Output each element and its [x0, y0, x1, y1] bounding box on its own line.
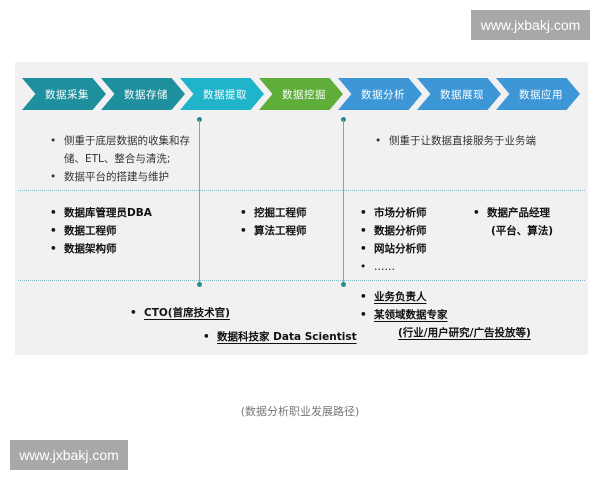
connector-dot-top-right [341, 117, 346, 122]
role-business-lead: 业务负责人 [374, 291, 427, 303]
senior-cto: CTO(首席技术官) [130, 304, 230, 322]
role-mining-engineer: 挖掘工程师 [240, 204, 307, 222]
separator-dashed-2 [18, 280, 585, 281]
connector-line-right [343, 120, 344, 284]
left-desc-line-1: 侧重于底层数据的收集和存 [50, 132, 210, 150]
roles-mining: 挖掘工程师 算法工程师 [240, 204, 307, 240]
stage-data-analysis: 数据分析 [338, 78, 422, 110]
role-data-architect: 数据架构师 [50, 240, 152, 258]
separator-dashed-1 [18, 190, 585, 191]
role-data-product-manager: 数据产品经理 [473, 204, 553, 222]
right-description: 侧重于让数据直接服务于业务端 [375, 132, 575, 150]
left-desc-line-2: 储、ETL、整合与清洗; [64, 153, 171, 165]
left-desc-line-3: 数据平台的搭建与维护 [50, 168, 210, 186]
stage-arrows: 数据采集 数据存储 数据提取 数据挖掘 数据分析 数据展现 数据应用 [22, 78, 582, 110]
right-desc-line: 侧重于让数据直接服务于业务端 [375, 132, 575, 150]
stage-data-collection: 数据采集 [22, 78, 106, 110]
role-data-engineer: 数据工程师 [50, 222, 152, 240]
connector-dot-top-left [197, 117, 202, 122]
role-market-analyst: 市场分析师 [360, 204, 427, 222]
connector-dot-bottom-right [341, 282, 346, 287]
role-domain-expert-note: (行业/用户研究/广告投放等) [398, 327, 531, 339]
connector-dot-bottom-left [197, 282, 202, 287]
stage-data-mining: 数据挖掘 [259, 78, 343, 110]
stage-data-storage: 数据存储 [101, 78, 185, 110]
role-dba: 数据库管理员DBA [50, 204, 152, 222]
figure-caption: (数据分析职业发展路径) [240, 405, 360, 418]
career-path-diagram: 数据采集 数据存储 数据提取 数据挖掘 数据分析 数据展现 数据应用 侧重于底层… [15, 62, 588, 355]
left-description: 侧重于底层数据的收集和存 储、ETL、整合与清洗; 数据平台的搭建与维护 [50, 132, 210, 186]
role-domain-expert: 某领域数据专家 [374, 309, 448, 321]
role-data-scientist: 数据科技家 Data Scientist [217, 331, 357, 343]
senior-business: 业务负责人 某领域数据专家 (行业/用户研究/广告投放等) [360, 288, 531, 342]
role-cto: CTO(首席技术官) [144, 307, 230, 319]
watermark-top: www.jxbakj.com [471, 10, 590, 40]
roles-engineering: 数据库管理员DBA 数据工程师 数据架构师 [50, 204, 152, 258]
role-web-analyst: 网站分析师 [360, 240, 427, 258]
role-data-analyst: 数据分析师 [360, 222, 427, 240]
stage-data-application: 数据应用 [496, 78, 580, 110]
role-algorithm-engineer: 算法工程师 [240, 222, 307, 240]
roles-product: 数据产品经理 (平台、算法) [473, 204, 553, 240]
senior-data-scientist: 数据科技家 Data Scientist [203, 328, 357, 346]
connector-line-left [199, 120, 200, 284]
stage-data-presentation: 数据展现 [417, 78, 501, 110]
roles-analysis: 市场分析师 数据分析师 网站分析师 …… [360, 204, 427, 276]
role-more: …… [360, 258, 427, 276]
role-data-product-manager-note: (平台、算法) [491, 225, 554, 237]
stage-data-extraction: 数据提取 [180, 78, 264, 110]
watermark-bottom: www.jxbakj.com [10, 440, 128, 470]
